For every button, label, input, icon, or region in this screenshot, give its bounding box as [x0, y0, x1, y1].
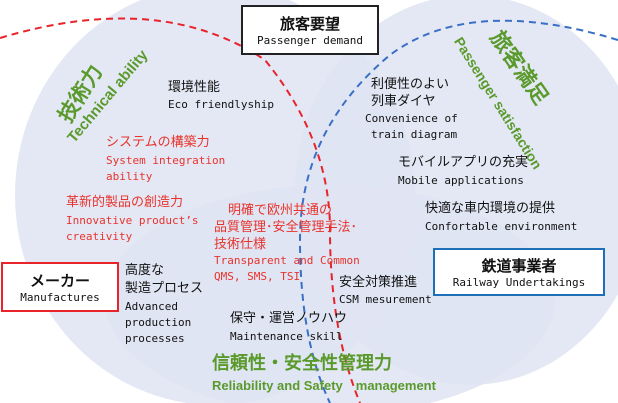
reliability-ellipse	[105, 185, 555, 403]
safety-en: CSM mesurement	[339, 293, 432, 306]
maintenance-jp: 保守・運営ノウハウ	[230, 311, 348, 326]
quality-en-2: QMS, SMS, TSI	[214, 270, 301, 283]
process-jp-1: 高度な	[125, 263, 165, 278]
quality-en-1: Transparent and Common	[214, 254, 360, 267]
railway-en: Railway Undertakings	[452, 276, 586, 289]
system-en-2: ability	[106, 170, 153, 183]
railway-jp: 鉄道事業者	[481, 257, 557, 275]
innovation-jp: 革新的製品の創造力	[66, 195, 184, 210]
quality-jp-2: 品質管理･安全管理手法･	[214, 220, 358, 235]
manufacturer-jp: メーカー	[29, 272, 90, 290]
process-jp-2: 製造プロセス	[125, 281, 204, 296]
convenience-en-1: Convenience of	[365, 112, 458, 125]
maintenance-en: Maintenance skill	[230, 330, 343, 343]
process-en-3: processes	[125, 332, 185, 345]
convenience-jp-2: 列車ダイヤ	[371, 94, 436, 109]
process-en-1: Advanced	[125, 300, 178, 313]
passenger-demand-en: Passenger demand	[257, 34, 363, 47]
railway-box: 鉄道事業者 Railway Undertakings	[433, 248, 605, 296]
mobile-jp: モバイルアプリの充実	[398, 155, 529, 170]
manufacturer-en: Manufactures	[20, 291, 100, 304]
reliability-heading-en: Reliability and Safety management	[212, 378, 436, 393]
innovation-en-2: creativity	[66, 230, 133, 243]
passenger-demand-box: 旅客要望 Passenger demand	[241, 5, 379, 55]
convenience-jp-1: 利便性のよい	[371, 77, 450, 92]
system-jp: システムの構築力	[106, 135, 210, 150]
reliability-heading-jp: 信頼性・安全性管理力	[212, 353, 392, 374]
eco-jp: 環境性能	[168, 80, 221, 95]
quality-jp-1: 明確で欧州共通の	[228, 203, 333, 218]
mobile-en: Mobile applications	[398, 174, 524, 187]
process-en-2: production	[125, 316, 192, 329]
quality-jp-3: 技術仕様	[214, 237, 267, 252]
innovation-en-1: Innovative product’s	[66, 214, 199, 227]
manufacturer-box: メーカー Manufactures	[1, 262, 119, 312]
railway-dashed-arc	[298, 19, 618, 403]
eco-en: Eco friendlyship	[168, 98, 274, 111]
safety-jp: 安全対策推進	[339, 275, 418, 290]
comfort-jp: 快適な車内環境の提供	[425, 201, 556, 216]
comfort-en: Confortable environment	[425, 220, 578, 233]
system-en-1: System integration	[106, 154, 226, 167]
manufacturer-dashed-arc	[0, 17, 361, 403]
convenience-en-2: train diagram	[371, 128, 458, 141]
passenger-demand-jp: 旅客要望	[279, 15, 340, 33]
